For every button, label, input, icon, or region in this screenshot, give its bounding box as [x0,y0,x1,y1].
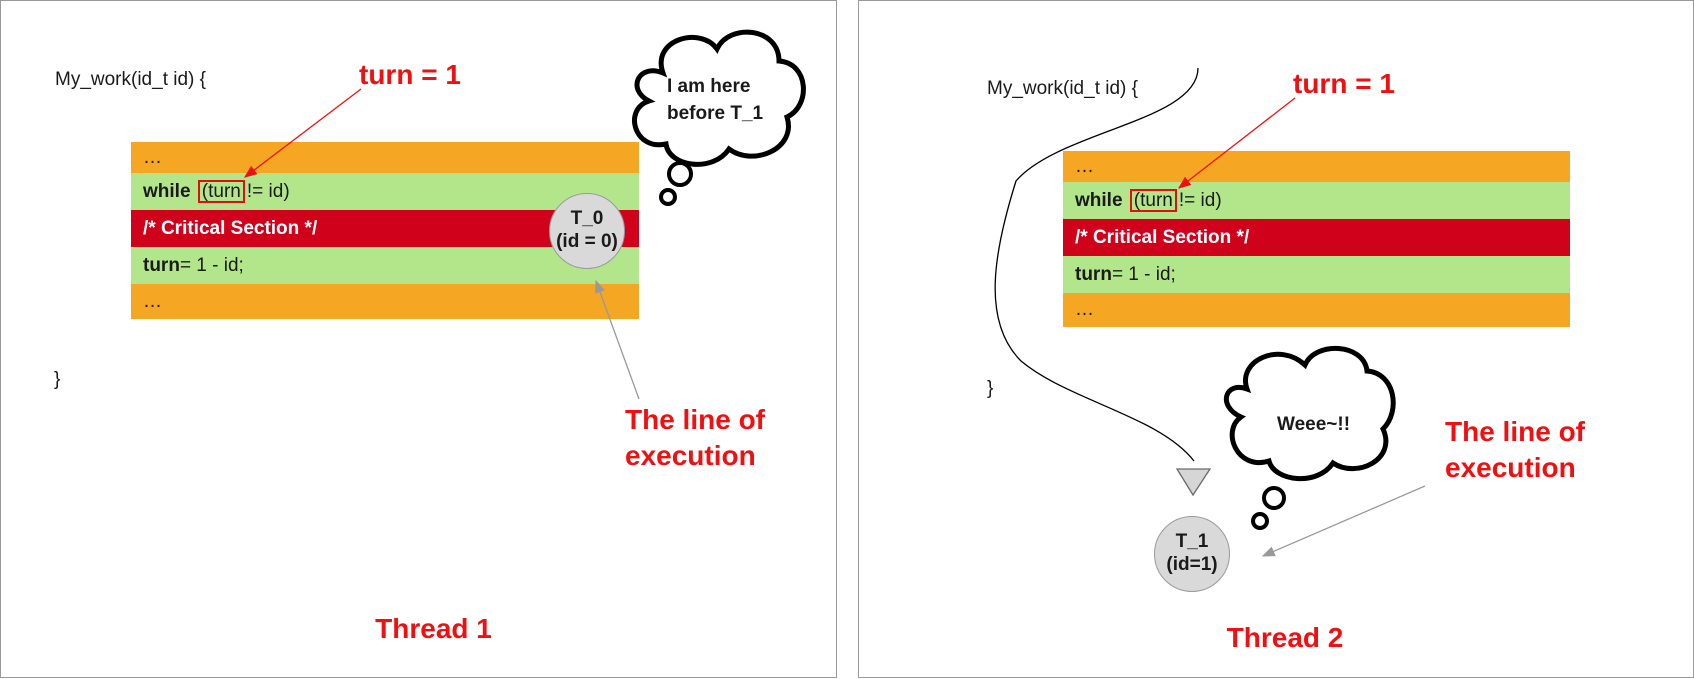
thread-t0-circle: T_0 (id = 0) [549,193,625,269]
thought-bubble-text: I am here before T_1 [667,76,764,124]
thread-t1-circle: T_1 (id=1) [1154,516,1230,592]
code-line-ellipsis-top: … [1063,151,1570,182]
closing-brace: } [987,378,994,399]
code-line-ellipsis-bottom: … [131,284,639,319]
execution-pointer-arrow [1261,485,1426,557]
thread-title: Thread 1 [375,613,492,644]
thread2-panel: My_work(id_t id) { … while (turn != id) … [858,0,1694,678]
code-line-ellipsis-bottom: … [1063,293,1570,327]
turn-arrow [243,88,362,178]
thread-title: Thread 2 [1226,622,1344,653]
turn-variable-highlight: (turn [1129,188,1177,213]
code-line-while: while (turn != id) [1063,182,1570,219]
code-line-turn-assign: turn = 1 - id; [1063,256,1570,293]
thought-bubble-text: Weee~!! [1277,414,1351,435]
thought-bubble [632,29,806,206]
execution-line-label: The line of execution [1445,416,1585,484]
code-line-turn-assign: turn = 1 - id; [131,247,639,284]
thought-bubble [1223,345,1396,530]
code-line-while: while (turn != id) [131,173,639,210]
thread1-panel: My_work(id_t id) { … while (turn != id) … [0,0,837,678]
function-signature: My_work(id_t id) { [987,78,1138,99]
turn-variable-highlight: (turn [197,179,245,204]
code-line-critical-section: /* Critical Section */ [1063,219,1570,256]
while-keyword: while [143,180,191,202]
turn-arrow [1177,97,1296,189]
thread2-annotations [994,67,1426,557]
while-keyword: while [1075,189,1123,211]
code-block: … while (turn != id) /* Critical Section… [1063,151,1570,327]
execution-direction-triangle [1175,468,1212,497]
execution-pointer-arrow [595,279,640,400]
execution-path-curve [994,67,1199,462]
turn-value-label: turn = 1 [1293,68,1395,99]
closing-brace: } [54,369,61,390]
turn-value-label: turn = 1 [359,59,461,90]
execution-line-label: The line of execution [625,404,765,472]
code-line-ellipsis-top: … [131,142,639,173]
function-signature: My_work(id_t id) { [55,69,206,90]
thread1-annotations [243,29,806,400]
